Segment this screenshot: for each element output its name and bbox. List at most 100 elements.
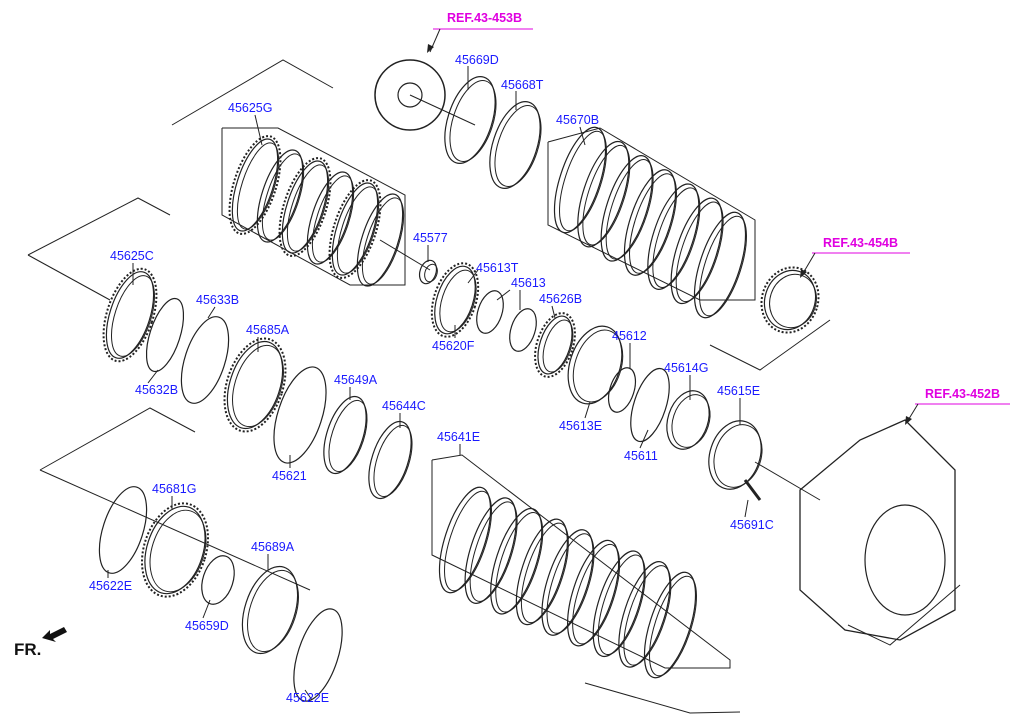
front-direction-arrow-icon bbox=[42, 627, 67, 642]
part-label[interactable]: 45611 bbox=[624, 449, 658, 463]
piston-45613e bbox=[572, 329, 624, 403]
part-label[interactable]: 45691C bbox=[730, 518, 774, 532]
clutch-plate-45625g bbox=[256, 149, 304, 243]
clutch-plate-45670b bbox=[699, 215, 747, 317]
spring-45626b bbox=[537, 315, 573, 375]
part-label[interactable]: 45613T bbox=[476, 261, 519, 275]
clutch-plate-45641e bbox=[464, 497, 517, 604]
leader-line bbox=[409, 94, 476, 126]
bracket-line bbox=[27, 197, 171, 256]
plate-45625c bbox=[111, 275, 155, 357]
leader-line bbox=[254, 114, 263, 146]
part-label[interactable]: 45632B bbox=[135, 383, 179, 397]
clutch-plate-45670b bbox=[600, 155, 653, 262]
part-label[interactable]: 45649A bbox=[334, 373, 378, 387]
clutch-plate-45641e bbox=[541, 529, 594, 636]
leader-line bbox=[639, 429, 649, 449]
part-label[interactable]: 45641E bbox=[437, 430, 481, 444]
clutch-plate-45641e bbox=[623, 565, 672, 666]
part-label[interactable]: 45620F bbox=[432, 339, 475, 353]
group-box-45670b bbox=[547, 127, 756, 301]
clutch-plate-45641e bbox=[618, 561, 671, 668]
ring-45668t bbox=[494, 105, 542, 187]
part-label[interactable]: 45689A bbox=[251, 540, 295, 554]
retainer-45615e bbox=[708, 420, 762, 490]
part-label[interactable]: 45612 bbox=[612, 329, 647, 343]
clutch-plate-45625g bbox=[311, 175, 355, 263]
clutch-assembly-45681g bbox=[140, 502, 210, 598]
part-label[interactable]: 45613E bbox=[559, 419, 603, 433]
part-label[interactable]: 45626B bbox=[539, 292, 583, 306]
clutch-plate-45641e bbox=[592, 550, 645, 658]
clutch-plate-45670b bbox=[582, 144, 631, 246]
ref-label-43-452b[interactable]: REF.43-452B bbox=[925, 387, 1001, 401]
clutch-plate-45625g bbox=[286, 164, 330, 252]
plate-45649a bbox=[323, 395, 367, 475]
spring-45626b bbox=[534, 312, 576, 378]
oil-pump-hub bbox=[397, 82, 423, 108]
part-label[interactable]: 45659D bbox=[185, 619, 229, 633]
bracket-line bbox=[39, 469, 311, 591]
bracket-line bbox=[171, 59, 334, 126]
clutch-plate-45641e bbox=[490, 507, 543, 615]
clutch-plate-45670b bbox=[675, 201, 724, 303]
part-label[interactable]: 45669D bbox=[455, 53, 499, 67]
clutch-plate-45641e bbox=[643, 571, 697, 679]
ring-45577 bbox=[424, 263, 438, 283]
bracket-line bbox=[709, 319, 831, 371]
part-label[interactable]: 45685A bbox=[246, 323, 290, 337]
spring-45685a bbox=[232, 344, 284, 428]
clutch-plate-45670b bbox=[559, 130, 607, 232]
part-label[interactable]: 45614G bbox=[664, 361, 709, 375]
group-box-45641e bbox=[431, 454, 731, 669]
retainer-45614g bbox=[671, 394, 711, 448]
part-label[interactable]: 45577 bbox=[413, 231, 448, 245]
transmission-case-bore bbox=[864, 504, 946, 616]
leader-line bbox=[304, 689, 313, 701]
gear-assembly bbox=[760, 266, 820, 334]
ref-arrow-icon bbox=[427, 44, 434, 53]
part-label[interactable]: 45615E bbox=[717, 384, 761, 398]
leader-line bbox=[584, 401, 591, 419]
plate-45689a bbox=[241, 565, 299, 655]
part-label[interactable]: 45613 bbox=[511, 276, 546, 290]
transmission-case bbox=[799, 419, 956, 641]
plate-45644c bbox=[368, 420, 412, 500]
clutch-plate-45641e bbox=[546, 533, 595, 634]
part-label[interactable]: 45670B bbox=[556, 113, 600, 127]
part-label[interactable]: 45644C bbox=[382, 399, 426, 413]
leader-line bbox=[744, 499, 749, 518]
ring-45668t bbox=[489, 101, 541, 189]
snap-ring-45621 bbox=[273, 366, 327, 464]
plate-45649a bbox=[328, 399, 368, 473]
ref-label-43-454b[interactable]: REF.43-454B bbox=[823, 236, 899, 250]
part-label[interactable]: 45668T bbox=[501, 78, 544, 92]
leader-line bbox=[202, 599, 211, 619]
part-label[interactable]: 45622E bbox=[286, 691, 330, 705]
ring-45633b bbox=[180, 316, 230, 404]
snap-ring-45622e bbox=[293, 608, 343, 702]
snap-ring-45613 bbox=[509, 308, 537, 352]
clutch-plate-45641e bbox=[444, 490, 492, 592]
part-label[interactable]: 45633B bbox=[196, 293, 240, 307]
leader-line bbox=[147, 369, 159, 384]
clutch-plate-45625g bbox=[236, 142, 280, 230]
part-label[interactable]: 45621 bbox=[272, 469, 307, 483]
part-label[interactable]: 45625G bbox=[228, 101, 273, 115]
leader-line bbox=[467, 269, 479, 284]
part-label[interactable]: 45681G bbox=[152, 482, 197, 496]
leader-line bbox=[551, 305, 556, 319]
leader-line bbox=[379, 239, 431, 271]
clutch-plate-45641e bbox=[572, 543, 621, 645]
part-label[interactable]: 45625C bbox=[110, 249, 154, 263]
part-label[interactable]: 45622E bbox=[89, 579, 133, 593]
spring-45626b bbox=[542, 319, 574, 373]
clutch-plate-45625g bbox=[336, 186, 380, 274]
snap-ring-45659d bbox=[201, 555, 235, 605]
clutch-plate-45625g bbox=[331, 182, 379, 276]
clutch-plate-45625g bbox=[261, 153, 305, 241]
ref-label-43-453b[interactable]: REF.43-453B bbox=[447, 11, 523, 25]
front-marker-label: FR. bbox=[14, 640, 42, 659]
ring-45577 bbox=[418, 259, 438, 285]
